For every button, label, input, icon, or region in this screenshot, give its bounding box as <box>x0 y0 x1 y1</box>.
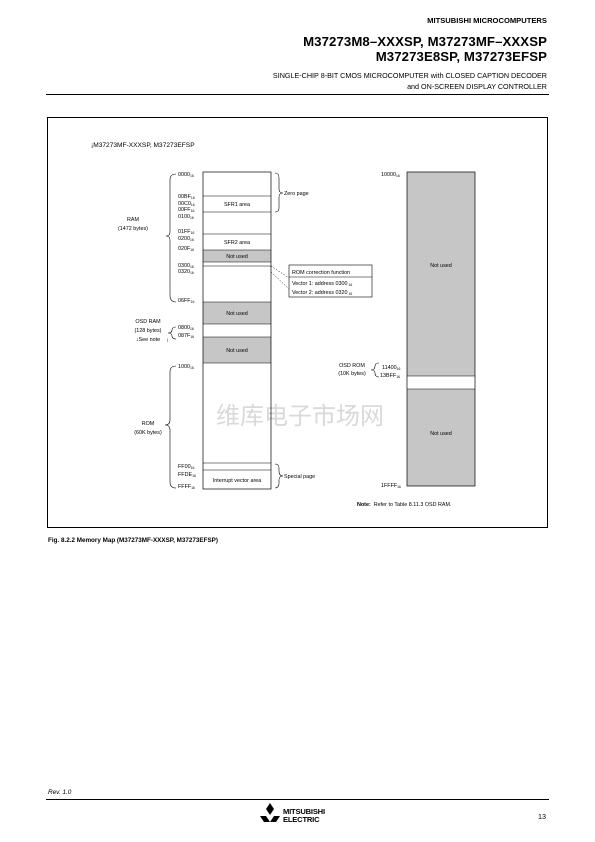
osd-ram-note-mark: ) <box>167 337 169 342</box>
block-interrupt-label: Interrupt vector area <box>213 478 262 484</box>
addr-1000: 100016 <box>178 364 194 370</box>
footer-revision: Rev. 1.0 <box>48 789 72 796</box>
footer-rule <box>46 799 549 800</box>
addr-00bf: 00BF16 <box>178 194 195 200</box>
right-not-used-top-label: Not used <box>430 263 452 269</box>
header-subtitle-line2: and ON-SCREEN DISPLAY CONTROLLER <box>407 82 547 91</box>
addr-0320: 032016 <box>178 269 194 275</box>
ram-brace <box>165 173 177 303</box>
figure-heading: ¡M37273MF-XXXSP, M37273EFSP <box>91 142 195 149</box>
osd-rom-size-label: (10K bytes) <box>338 371 366 377</box>
zero-page-brace <box>274 172 284 213</box>
header-subtitle-line1: SINGLE-CHIP 8-BIT CMOS MICROCOMPUTER wit… <box>272 71 547 80</box>
osd-ram-note-label: ↓See note <box>136 337 160 343</box>
addr-00c0: 00C016 <box>178 201 195 207</box>
mitsubishi-logo-icon <box>260 803 280 822</box>
watermark-text: 维库电子市场网 <box>216 403 384 430</box>
zero-page-label: Zero page <box>284 191 309 197</box>
osd-rom-brace <box>370 362 380 378</box>
right-map-outline <box>406 171 476 487</box>
addr-0000: 000016 <box>178 172 194 178</box>
figure-note: Note:Refer to Table 8.11.3 OSD RAM. <box>357 502 451 508</box>
rom-brace <box>164 365 177 489</box>
special-page-brace <box>274 463 284 489</box>
addr-ff00: FF0016 <box>178 464 194 470</box>
header-rule <box>46 94 549 95</box>
figure-caption: Fig. 8.2.2 Memory Map (M37273MF-XXXSP, M… <box>48 537 218 544</box>
logo-line2: ELECTRIC <box>283 814 320 824</box>
addr-0800: 080016 <box>178 325 194 331</box>
header-title-line2: M37273E8SP, M37273EFSP <box>375 49 547 64</box>
logo-line1: MITSUBISHI <box>283 807 325 816</box>
block-not-used-2-label: Not used <box>226 311 248 317</box>
addr-00ff: 00FF16 <box>178 207 194 213</box>
addr-1ffff: 1FFFF16 <box>381 483 401 489</box>
addr-0200: 020016 <box>178 236 194 242</box>
block-not-used-bottom <box>407 389 475 486</box>
ram-label: RAM <box>127 217 139 223</box>
addr-ffff: FFFF16 <box>178 484 195 490</box>
rom-size-label: (60K bytes) <box>134 430 162 436</box>
ram-size-label: (1472 bytes) <box>118 226 148 232</box>
osd-ram-brace <box>167 326 177 340</box>
block-not-used-1-label: Not used <box>226 254 248 260</box>
block-not-used-2 <box>203 302 271 324</box>
left-memory-map: SFR1 area SFR2 area Not used Not used No… <box>118 171 373 490</box>
osd-ram-label: OSD RAM <box>135 319 161 325</box>
addr-ffde: FFDE16 <box>178 472 196 478</box>
rom-label: ROM <box>142 421 155 427</box>
block-not-used-3-label: Not used <box>226 348 248 354</box>
addr-06ff: 06FF16 <box>178 298 194 304</box>
addr-13bff: 13BFF16 <box>380 373 400 379</box>
addr-10000: 1000016 <box>381 172 400 178</box>
addr-087f: 087F16 <box>178 333 194 339</box>
footer-logo-text: MITSUBISHI ELECTRIC <box>283 808 325 823</box>
addr-0100: 010016 <box>178 214 194 220</box>
figure-frame <box>47 117 548 528</box>
block-sfr1-label: SFR1 area <box>224 202 250 208</box>
header-company: MITSUBISHI MICROCOMPUTERS <box>427 16 547 25</box>
block-not-used-top <box>407 172 475 376</box>
special-page-label: Special page <box>284 474 315 480</box>
header-title-line1: M37273M8–XXXSP, M37273MF–XXXSP <box>303 34 547 49</box>
addr-11400: 1140016 <box>382 365 400 371</box>
rom-correction-vector2: Vector 2: address 032016 <box>292 290 352 296</box>
right-memory-map: Not used Not used 1000016 1140016 13BFF1… <box>338 171 476 489</box>
left-map-outline <box>202 171 272 490</box>
osd-ram-size-label: (128 bytes) <box>135 328 162 334</box>
block-not-used-1 <box>203 250 271 262</box>
right-not-used-bottom-label: Not used <box>430 431 452 437</box>
page-number: 13 <box>538 812 546 821</box>
block-not-used-3 <box>203 337 271 363</box>
addr-01ff: 01FF16 <box>178 229 194 235</box>
osd-rom-label: OSD ROM <box>339 363 365 369</box>
block-sfr2-label: SFR2 area <box>224 240 250 246</box>
rom-correction-callout: ROM correction function Vector 1: addres… <box>270 264 373 298</box>
left-address-labels: 000016 00BF16 00C016 00FF16 010016 01FF1… <box>178 172 196 490</box>
rom-correction-vector1: Vector 1: address 030016 <box>292 281 352 287</box>
addr-0300: 030016 <box>178 263 194 269</box>
rom-correction-title: ROM correction function <box>292 270 350 276</box>
addr-020f: 020F16 <box>178 246 194 252</box>
